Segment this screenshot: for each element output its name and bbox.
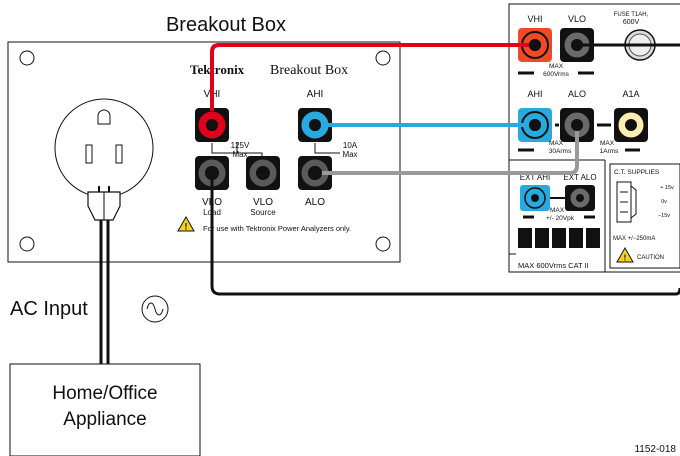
caution-icon: ! <box>616 246 634 263</box>
connector-block-row <box>518 228 600 248</box>
ext-ahi-label: EXT AHI <box>520 173 551 182</box>
max-1a-line2: 1Arms <box>600 148 620 155</box>
current-rating-line2: Max <box>342 150 357 159</box>
voltage-rating-line2: Max <box>232 150 247 159</box>
max-current-line1: MAX <box>549 140 564 147</box>
max-voltage-line2: 600Vrms <box>543 71 570 78</box>
ct-supply-connector[interactable] <box>616 181 637 223</box>
supply-max-label: MAX +/−250mA <box>613 236 655 242</box>
breakout-model-label: Breakout Box <box>270 63 348 78</box>
voltage-rating-line1: 125V <box>231 141 250 150</box>
analyzer-vhi-label: VHI <box>527 14 542 24</box>
panel-screw-bottom-left <box>19 236 35 252</box>
analyzer-a1a-terminal[interactable] <box>614 108 648 142</box>
ahi-label: AHI <box>307 89 324 100</box>
ac-plug <box>87 186 121 221</box>
appliance-label-line1: Home/Office <box>52 383 157 404</box>
cat-rating-label: MAX 600Vrms CAT II <box>518 261 589 270</box>
current-rating-line1: 10A <box>343 141 358 150</box>
breakout-box-heading: Breakout Box <box>166 14 286 36</box>
ac-input-label: AC Input <box>10 298 88 320</box>
breakout-vlo-source-terminal[interactable] <box>246 156 280 190</box>
caution-label: CAUTION <box>637 255 664 261</box>
fuse-label-line2: 600V <box>623 19 640 26</box>
red-voltage-cable <box>210 43 535 111</box>
panel-screw-top-left <box>19 50 35 66</box>
alo-label: ALO <box>305 197 325 208</box>
ext-alo-label: EXT ALO <box>563 173 596 182</box>
vlo-source-sublabel: Source <box>250 208 276 217</box>
panel-screw-bottom-right <box>375 236 391 252</box>
panel-screw-top-right <box>375 50 391 66</box>
figure-id: 1152-018 <box>634 444 676 455</box>
max-voltage-line1: MAX <box>549 63 564 70</box>
supply-zero: 0v <box>661 199 667 205</box>
ext-max-line1: MAX <box>550 207 565 214</box>
ext-max-line2: +/- 20Vpk <box>546 215 575 222</box>
fuse-label-line1: FUSE T1AH, <box>614 12 649 18</box>
analyzer-vlo-label: VLO <box>568 14 586 24</box>
appliance-label-line2: Appliance <box>63 409 146 430</box>
ac-sine-icon <box>141 295 169 323</box>
svg-text:!: ! <box>185 222 188 232</box>
ac-outlet <box>54 98 154 198</box>
ext-ahi-terminal[interactable] <box>520 185 550 211</box>
svg-text:!: ! <box>624 254 627 263</box>
appliance-box <box>9 363 201 456</box>
analyzer-ahi-label: AHI <box>527 89 542 99</box>
max-1a-line1: MAX <box>600 140 615 147</box>
supply-minus: −15v <box>658 213 670 219</box>
analyzer-alo-label: ALO <box>568 89 586 99</box>
analyzer-a1a-label: A1A <box>622 89 639 99</box>
gray-current-cable <box>315 125 579 175</box>
ct-supplies-title: C.T. SUPPLIES <box>614 169 660 176</box>
brand-logo: Tektronix <box>190 62 245 77</box>
supply-plus: + 15v <box>660 185 674 191</box>
warning-text: For use with Tektronix Power Analyzers o… <box>203 224 351 233</box>
ext-alo-terminal[interactable] <box>565 185 595 211</box>
warning-icon: ! <box>177 215 195 232</box>
vlo-source-label: VLO <box>253 197 273 208</box>
ac-cord <box>99 220 110 364</box>
max-current-line2: 30Arms <box>549 148 572 155</box>
